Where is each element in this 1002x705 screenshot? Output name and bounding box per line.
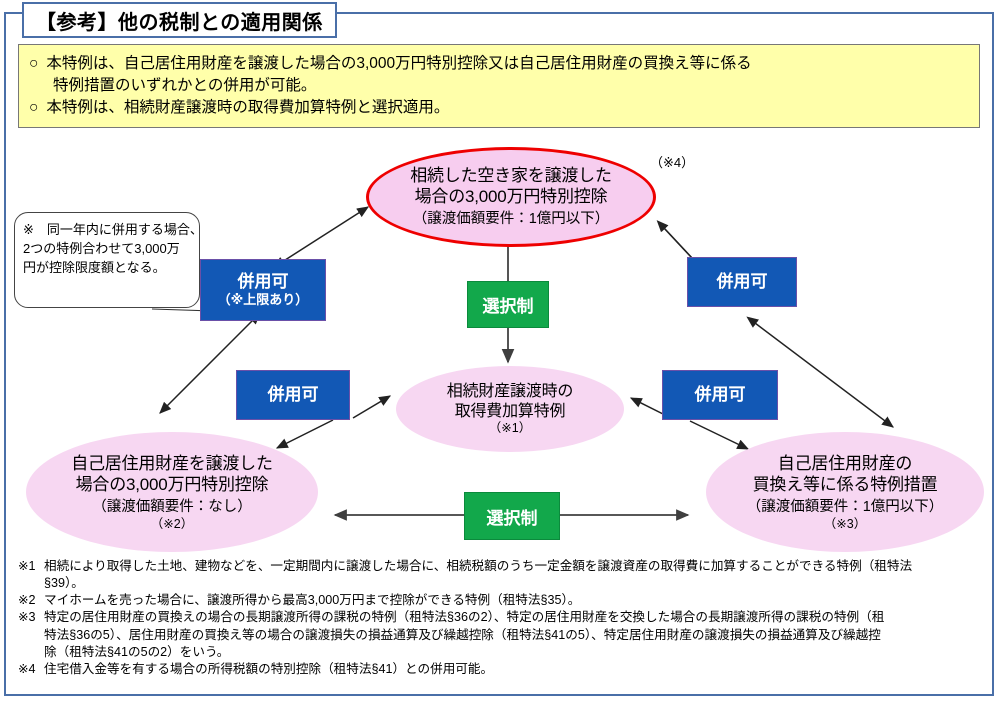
node-jiko-kaikae-ref: （※3） xyxy=(823,516,867,531)
badge-heiyou-top-right: 併用可 xyxy=(687,257,797,307)
node-kasan-line-1: 相続財産譲渡時の xyxy=(446,382,574,400)
footnote-3-cont-2: 除（租特法§41の5の2）をいう。 xyxy=(44,644,230,659)
summary-box: ○ 本特例は、自己居住用財産を譲渡した場合の3,000万円特別控除又は自己居住用… xyxy=(18,44,980,128)
footnote-2-text: マイホームを売った場合に、譲渡所得から最高3,000万円まで控除ができる特例（租… xyxy=(44,593,581,608)
footnote-2: ※2 マイホームを売った場合に、譲渡所得から最高3,000万円まで控除ができる特… xyxy=(18,592,984,609)
badge-heiyou-bottom-left-label: 併用可 xyxy=(267,385,319,405)
node-akiya-line-1: 相続した空き家を譲渡した xyxy=(410,166,612,185)
footnote-4: ※4 住宅借入金等を有する場合の所得税額の特別控除（租特法§41）との併用可能。 xyxy=(18,661,984,678)
badge-sentaku-horizontal: 選択制 xyxy=(464,492,560,540)
node-jiko-kyojuyo-kaikae: 自己居住用財産の 買換え等に係る特例措置 （譲渡価額要件：1億円以下） （※3） xyxy=(706,432,984,552)
badge-heiyou-bottom-right: 併用可 xyxy=(662,370,778,420)
footnote-4-text: 住宅借入金等を有する場合の所得税額の特別控除（租特法§41）との併用可能。 xyxy=(44,661,494,676)
node-akiya-line-2: 場合の3,000万円特別控除 xyxy=(414,187,608,207)
footnote-1-mark: ※1 xyxy=(18,559,36,573)
badge-heiyou-top-left-sublabel: （※上限あり） xyxy=(217,291,309,307)
node-kasan-line-2: 取得費加算特例 xyxy=(454,402,566,420)
footnotes: ※1 相続により取得した土地、建物などを、一定期間内に譲渡した場合に、相続税額の… xyxy=(18,558,984,678)
node-jiko-kyojuyo-joto: 自己居住用財産を譲渡した 場合の3,000万円特別控除 （譲渡価額要件：なし） … xyxy=(26,432,318,552)
node-jiko-kaikae-line-1: 自己居住用財産の xyxy=(777,453,913,473)
node-sozoku-shutokuhi-kasan: 相続財産譲渡時の 取得費加算特例 （※1） xyxy=(396,366,624,452)
node-jiko-kaikae-line-2: 買換え等に係る特例措置 xyxy=(752,474,938,494)
summary-line-2: ○ 本特例は、相続財産譲渡時の取得費加算特例と選択適用。 xyxy=(29,97,969,119)
badge-heiyou-top-right-label: 併用可 xyxy=(716,272,768,292)
outer-frame xyxy=(4,12,994,696)
page-title: 【参考】他の税制との適用関係 xyxy=(22,2,337,38)
summary-line-1: ○ 本特例は、自己居住用財産を譲渡した場合の3,000万円特別控除又は自己居住用… xyxy=(29,53,969,75)
footnote-3: ※3 特定の居住用財産の買換えの場合の長期譲渡所得の課税の特例（租特法§36の2… xyxy=(18,609,984,626)
badge-sentaku-vertical: 選択制 xyxy=(467,281,549,328)
summary-line-1-text: 本特例は、自己居住用財産を譲渡した場合の3,000万円特別控除又は自己居住用財産… xyxy=(46,55,752,72)
callout-line-2: 2つの特例合わせて3,000万 xyxy=(23,240,180,256)
badge-sentaku-horizontal-label: 選択制 xyxy=(486,508,538,528)
summary-line-2-text: 本特例は、相続財産譲渡時の取得費加算特例と選択適用。 xyxy=(46,99,450,116)
bullet-icon: ○ xyxy=(29,99,39,116)
footnote-1-text: 相続により取得した土地、建物などを、一定期間内に譲渡した場合に、相続税額のうち一… xyxy=(44,559,913,573)
callout-line-3: 円が控除限度額となる。 xyxy=(23,259,166,275)
node-akiya-ref: （※4） xyxy=(650,155,695,170)
node-akiya-tokubetsu-kojo: 相続した空き家を譲渡した 場合の3,000万円特別控除 （譲渡価額要件：1億円以… xyxy=(366,147,656,247)
page-title-text: 【参考】他の税制との適用関係 xyxy=(36,11,323,34)
badge-sentaku-vertical-label: 選択制 xyxy=(482,297,534,316)
badge-heiyou-bottom-right-label: 併用可 xyxy=(694,385,746,405)
node-jiko-joto-ref: （※2） xyxy=(150,516,194,531)
node-jiko-kaikae-condition: （譲渡価額要件：1億円以下） xyxy=(746,498,944,515)
callout-line-1: ※ 同一年内に併用する場合、 xyxy=(23,222,203,237)
footnote-1: ※1 相続により取得した土地、建物などを、一定期間内に譲渡した場合に、相続税額の… xyxy=(18,558,984,575)
callout-note-upper-limit: ※ 同一年内に併用する場合、 2つの特例合わせて3,000万 円が控除限度額とな… xyxy=(14,212,203,308)
node-jiko-joto-line-1: 自己居住用財産を譲渡した xyxy=(71,453,273,473)
node-kasan-ref: （※1） xyxy=(488,421,532,436)
summary-line-1-cont: 特例措置のいずれかとの併用が可能。 xyxy=(53,77,317,94)
footnote-3-text: 特定の居住用財産の買換えの場合の長期譲渡所得の課税の特例（租特法§36の2）、特… xyxy=(44,610,885,625)
badge-heiyou-top-left: 併用可 （※上限あり） xyxy=(200,259,326,321)
node-akiya-condition: （譲渡価額要件：1億円以下） xyxy=(412,211,610,228)
footnote-3-mark: ※3 xyxy=(18,610,36,625)
node-jiko-joto-line-2: 場合の3,000万円特別控除 xyxy=(75,474,269,494)
bullet-icon: ○ xyxy=(29,55,39,72)
footnote-2-mark: ※2 xyxy=(18,593,36,608)
footnote-3-cont-1: 特法§36の5）、居住用財産の買換え等の場合の譲渡損失の損益通算及び繰越控除（租… xyxy=(44,627,881,642)
footnote-1-cont-1: §39）。 xyxy=(44,576,84,591)
node-jiko-joto-condition: （譲渡価額要件：なし） xyxy=(92,498,252,515)
badge-heiyou-bottom-left: 併用可 xyxy=(236,370,350,420)
badge-heiyou-top-left-label: 併用可 xyxy=(237,272,289,292)
footnote-4-mark: ※4 xyxy=(18,661,36,676)
